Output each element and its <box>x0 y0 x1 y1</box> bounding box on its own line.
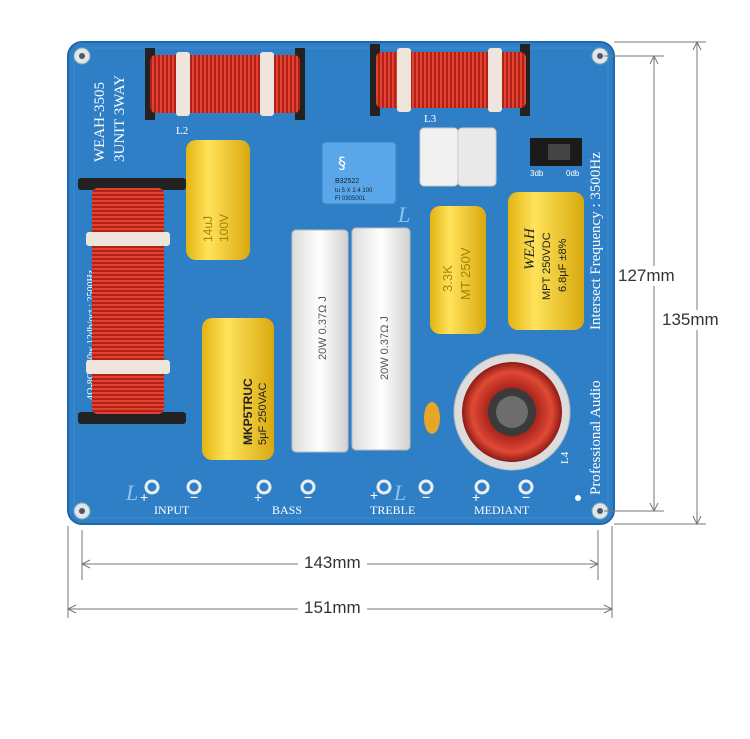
coil-label-l2: L2 <box>176 125 188 137</box>
dimension-inner-height: 127mm <box>616 266 677 286</box>
capacitor-top-left: 14uJ 100V <box>186 140 250 260</box>
resistor-1: 20W 0.37Ω J <box>291 229 349 453</box>
coil-l2 <box>145 48 305 120</box>
resistor-2: 20W 0.37Ω J <box>351 227 411 451</box>
cap-right-brand: WEAH <box>522 227 538 270</box>
switch-label-3db: 3db <box>530 169 544 178</box>
terminals: + − + − + − + − INPUT BASS TREBLE MEDIAN… <box>140 479 534 517</box>
terminal-plus-2: + <box>254 489 262 505</box>
capacitor-right: WEAH MPT 250VDC 6.8μF ±8% <box>508 192 584 330</box>
cap-bottom-left-line2: 5μF 250VAC <box>257 383 269 445</box>
coil-label-l3: L3 <box>424 113 437 125</box>
trace-letter-3: L <box>397 202 410 227</box>
attenuation-switch: 3db 0db <box>530 138 582 178</box>
terminal-minus-4: − <box>522 489 530 505</box>
resistor-2-label: 20W 0.37Ω J <box>379 316 391 380</box>
board-type-text: 3UNIT 3WAY <box>112 75 128 162</box>
cap-top-left-line1: 14uJ <box>201 216 215 242</box>
coil-l4 <box>453 353 571 471</box>
terminal-plus-3: + <box>370 487 378 503</box>
coil-l3 <box>370 44 530 116</box>
small-capacitor <box>424 402 440 434</box>
trace-letter-1: L <box>125 480 138 505</box>
cap-mid-line1: 3.3K <box>440 265 455 292</box>
blue-cap-line1: B32522 <box>335 178 359 185</box>
terminal-plus-4: + <box>472 489 480 505</box>
cap-right-line3: 6.8μF ±8% <box>557 238 569 292</box>
white-blocks <box>419 127 497 187</box>
coil-l1 <box>78 178 186 424</box>
dimension-inner-width: 143mm <box>298 553 367 573</box>
cap-bottom-left-line1: MKP5TRUC <box>241 378 255 445</box>
dimension-outer-width: 151mm <box>298 598 367 618</box>
capacitor-bottom-left: MKP5TRUC 5μF 250VAC <box>202 318 274 460</box>
terminal-label-input: INPUT <box>154 503 190 517</box>
terminal-minus-2: − <box>304 489 312 505</box>
svg-text:§: § <box>338 153 346 172</box>
blue-cap-line3: FI 0305001 <box>335 196 366 202</box>
switch-label-0db: 0db <box>566 169 580 178</box>
cap-mid-line2: MT 250V <box>458 247 473 300</box>
blue-box-capacitor: § B32522 tu 5 X 2.4 100 FI 0305001 <box>321 141 397 205</box>
terminal-plus-1: + <box>140 489 148 505</box>
dimension-outer-height: 135mm <box>660 310 721 330</box>
cap-top-left-line2: 100V <box>217 214 231 242</box>
terminal-label-mediant: MEDIANT <box>474 503 530 517</box>
coil-label-l4: L4 <box>559 451 571 464</box>
terminal-label-bass: BASS <box>272 503 302 517</box>
blue-cap-line2: tu 5 X 2.4 100 <box>335 188 373 194</box>
trace-letter-2: L <box>393 480 406 505</box>
terminal-minus-3: − <box>422 489 430 505</box>
resistor-1-label: 20W 0.37Ω J <box>317 296 329 360</box>
cap-right-line2: MPT 250VDC <box>541 232 553 300</box>
terminal-minus-1: − <box>190 489 198 505</box>
board-spec-text: 4Ω-8Ω/150w 12db/oct : 2500Hz <box>86 269 97 400</box>
brand-line-text: Professional Audio <box>588 380 604 495</box>
board-model-text: WEAH-3505 <box>92 82 108 162</box>
terminal-label-treble: TREBLE <box>370 503 415 517</box>
frequency-line-text: Intersect Frequency : 3500Hz <box>588 152 604 330</box>
capacitor-mid: 3.3K MT 250V <box>430 206 486 334</box>
